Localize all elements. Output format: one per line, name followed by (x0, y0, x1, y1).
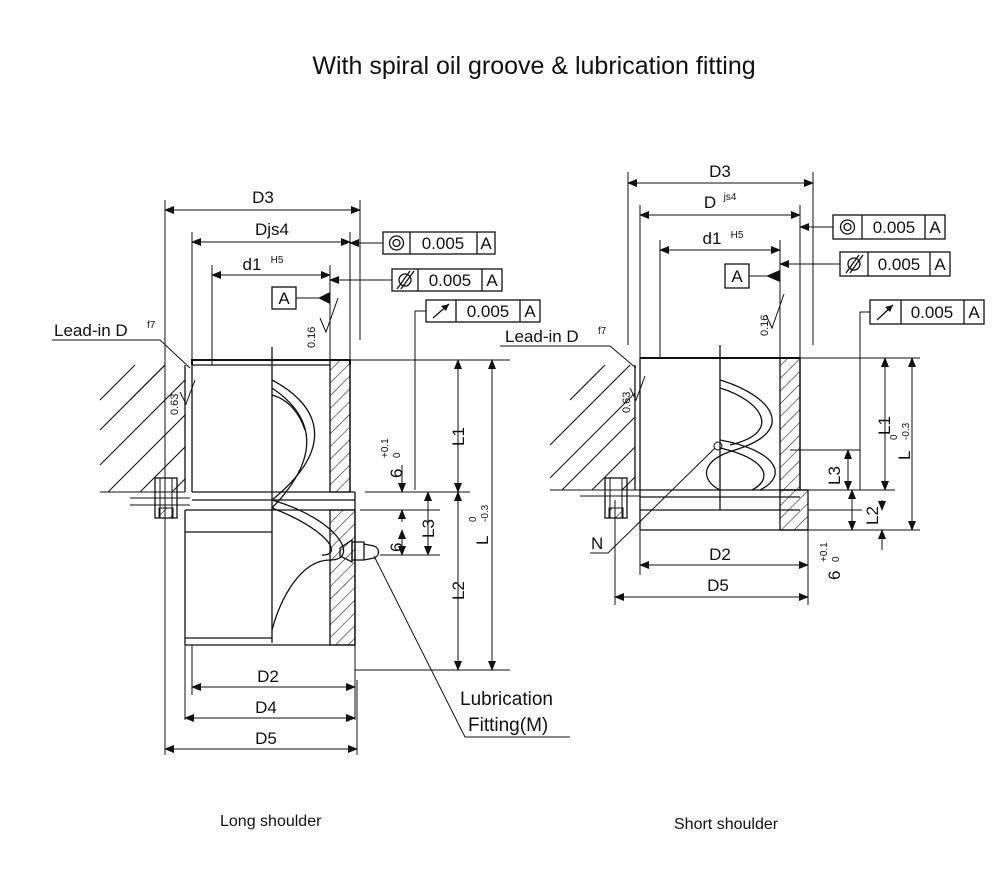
caption-long-shoulder: Long shoulder (220, 813, 322, 830)
vertical-dimensions-left: L1 L2 L 0 -0.3 L3 6 +0.1 0 6 (350, 359, 510, 671)
roughness-063-label-right: 0.63 (621, 392, 633, 413)
label-l2-right: L2 (863, 506, 882, 525)
roughness-063-left: 0.63 (169, 379, 196, 415)
label-l2-left: L2 (449, 581, 468, 600)
set-screw-left (130, 477, 190, 519)
label-6b-left: 6 (387, 543, 406, 552)
caption-short-shoulder: Short shoulder (674, 816, 779, 833)
label-d1-sup-left: H5 (271, 255, 284, 266)
concentricity-value-right: 0.005 (873, 218, 916, 237)
cylindricity-value-right: 0.005 (878, 255, 921, 274)
label-djs4-left: Djs4 (255, 220, 289, 239)
short-shoulder-drawing: D3 D js4 d1 H5 A (500, 162, 985, 605)
label-d1-sup-right: H5 (731, 230, 744, 241)
roughness-016-left: 0.16 (306, 297, 339, 348)
label-d1-left: d1 (243, 255, 262, 274)
set-screw-right (580, 477, 640, 519)
label-l-left: L (473, 536, 492, 545)
runout-frame-left: 0.005 A (414, 299, 541, 490)
dimension-d3-left: D3 (164, 188, 361, 755)
label-d3-right: D3 (709, 162, 731, 181)
label-l1-left: L1 (449, 427, 468, 446)
label-l-right: L (895, 451, 914, 460)
runout-frame-right: 0.005 A (859, 299, 985, 490)
concentricity-value-left: 0.005 (422, 234, 465, 253)
datum-a-right: A (724, 263, 780, 289)
label-d3-left: D3 (252, 188, 274, 207)
cylindricity-value-left: 0.005 (429, 271, 472, 290)
bottom-dimensions-right: D2 D5 (614, 500, 809, 605)
roughness-016-label-left: 0.16 (306, 327, 318, 348)
datum-a-label-right: A (731, 267, 743, 286)
cylindricity-datum-left: A (486, 271, 498, 290)
label-6a-tol-upper-left: +0.1 (380, 438, 391, 458)
n-callout: N (590, 447, 716, 554)
label-l-tol-upper-right: 0 (889, 434, 900, 440)
label-n: N (591, 534, 603, 553)
label-d5-left: D5 (255, 729, 277, 748)
label-djs-right: D (704, 193, 716, 212)
label-6-tol-lower-right: 0 (831, 556, 842, 562)
label-d5-right: D5 (707, 576, 729, 595)
cylindricity-frame-right: 0.005 A (779, 251, 951, 277)
dimension-d1-right: d1 H5 (659, 229, 781, 358)
label-6-right: 6 (825, 571, 844, 580)
label-d4-left: D4 (255, 698, 277, 717)
dimension-d1-left: d1 H5 (211, 255, 331, 365)
spiral-groove-left (271, 379, 345, 631)
concentricity-datum-right: A (929, 218, 941, 237)
long-shoulder-drawing: D3 Djs4 d1 H5 A (52, 188, 570, 755)
lead-in-callout-left: Lead-in D f7 (52, 320, 191, 369)
label-l3-right: L3 (825, 466, 844, 485)
lube-label-line1: Lubrication (460, 689, 553, 710)
lead-in-sup-left: f7 (147, 320, 156, 331)
roughness-016-right: 0.16 (759, 293, 785, 336)
lubrication-callout: Lubrication Fitting(M) (373, 555, 570, 738)
lead-in-sup-right: f7 (598, 326, 607, 337)
dimension-d3-right: D3 (627, 162, 814, 345)
label-l-tol-lower-left: -0.3 (480, 504, 491, 522)
label-l-tol-lower-right: -0.3 (901, 422, 912, 440)
lead-in-label-right: Lead-in D (505, 327, 579, 346)
spiral-groove-right (705, 379, 776, 491)
label-l3-left: L3 (419, 519, 438, 538)
label-d1-right: d1 (703, 229, 722, 248)
lubrication-fitting-left (339, 538, 380, 564)
runout-value-right: 0.005 (911, 303, 954, 322)
label-6-tol-upper-right: +0.1 (819, 542, 830, 562)
dimension-djs4-right: D js4 (639, 192, 801, 358)
housing-hatch-left (99, 364, 186, 493)
datum-a-label-left: A (278, 289, 290, 308)
dimension-djs4-left: Djs4 (191, 220, 351, 360)
datum-a-left: A (271, 286, 330, 310)
runout-datum-right: A (968, 303, 980, 322)
label-l-tol-upper-left: 0 (468, 516, 479, 522)
label-d2-left: D2 (257, 667, 279, 686)
bottom-dimensions-left: D2 D4 D5 (164, 645, 358, 755)
roughness-016-label-right: 0.16 (759, 315, 771, 336)
housing-hatch-right (549, 364, 640, 491)
concentricity-frame-right: 0.005 A (799, 214, 946, 240)
concentricity-frame-left: 0.005 A (349, 231, 496, 255)
runout-datum-left: A (524, 302, 536, 321)
roughness-063-label-left: 0.63 (169, 394, 181, 415)
cylindricity-datum-right: A (934, 255, 946, 274)
roughness-063-right: 0.63 (621, 375, 646, 413)
bushing-body-right (639, 345, 809, 531)
runout-value-left: 0.005 (467, 302, 510, 321)
lead-in-label-left: Lead-in D (54, 321, 128, 340)
concentricity-datum-left: A (480, 234, 492, 253)
label-6a-tol-lower-left: 0 (392, 452, 403, 458)
label-djs-sup-right: js4 (723, 192, 737, 203)
lube-label-line2: Fitting(M) (468, 715, 548, 736)
label-d2-right: D2 (709, 545, 731, 564)
label-6a-left: 6 (387, 469, 406, 478)
vertical-dimensions-right: L1 L 0 -0.3 L2 L3 6 +0.1 0 (790, 357, 920, 580)
lead-in-callout-right: Lead-in D f7 (500, 326, 637, 369)
bushing-body-left (184, 347, 356, 646)
diagram-title: With spiral oil groove & lubrication fit… (312, 52, 756, 80)
cylindricity-frame-left: 0.005 A (329, 268, 503, 292)
label-l1-right: L1 (875, 416, 894, 435)
